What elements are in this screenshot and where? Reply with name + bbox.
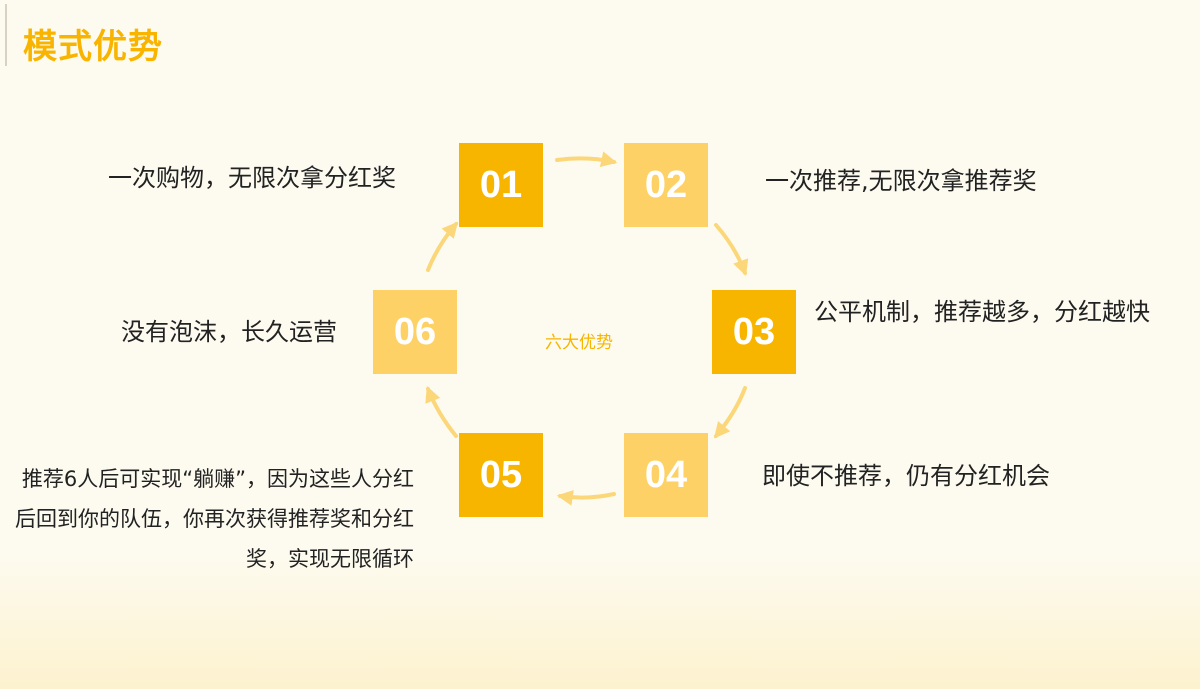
arrow-04-05 [556, 489, 616, 506]
step-box-02: 02 [624, 143, 708, 227]
arrow-01-02 [555, 151, 618, 168]
arrow-03-04 [713, 386, 747, 439]
page-title: 模式优势 [23, 27, 163, 67]
step-box-03: 03 [712, 290, 796, 374]
arrow-05-06 [425, 386, 458, 438]
center-label: 六大优势 [545, 333, 613, 353]
step-box-05: 05 [459, 433, 543, 517]
step-text-06: 没有泡沫，长久运营 [121, 318, 337, 346]
title-accent-bar [5, 4, 7, 66]
step-text-04: 即使不推荐，仍有分红机会 [762, 462, 1050, 490]
step-text-03: 公平机制，推荐越多，分红越快 [814, 298, 1150, 326]
step-text-05: 推荐6人后可实现“躺赚”，因为这些人分红后回到你的队伍，你再次获得推荐奖和分红奖… [15, 467, 414, 571]
step-box-06: 06 [373, 290, 457, 374]
step-box-04: 04 [624, 433, 708, 517]
step-box-01: 01 [459, 143, 543, 227]
arrow-02-03 [714, 223, 749, 277]
arrow-06-01 [426, 221, 459, 272]
step-text-01: 一次购物，无限次拿分红奖 [108, 164, 396, 192]
step-text-02: 一次推荐,无限次拿推荐奖 [765, 167, 1037, 195]
